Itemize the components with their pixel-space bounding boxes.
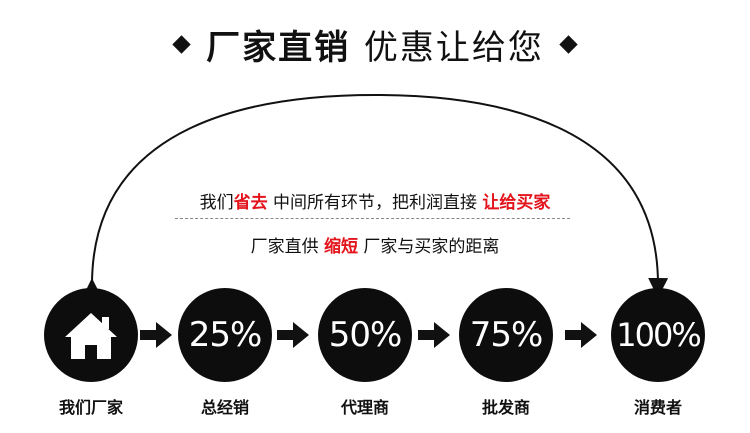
- message-line-2: 厂家直供 缩短 厂家与买家的距离: [250, 237, 500, 257]
- step-label-wholesaler: 批发商: [481, 398, 530, 417]
- step-circle-distributor: 25%: [178, 288, 272, 382]
- headline-title: 厂家直销 优惠让给您: [206, 27, 544, 68]
- arrow-right-icon: [140, 322, 172, 348]
- step-circle-wholesaler: 75%: [459, 288, 553, 382]
- house-icon: [65, 313, 117, 359]
- headline: 厂家直销 优惠让给您: [0, 14, 750, 74]
- arc-line: [82, 93, 669, 299]
- step-circle-agent: 50%: [318, 288, 412, 382]
- step-label-factory: 我们厂家: [58, 398, 123, 417]
- arrow-right-icon: [277, 322, 309, 348]
- dashed-divider: [175, 218, 570, 219]
- step-label-distributor: 总经销: [200, 398, 249, 417]
- arrow-right-icon: [418, 322, 450, 348]
- step-circle-consumer: 100%: [611, 288, 705, 382]
- step-label-consumer: 消费者: [633, 398, 682, 417]
- message-line-1: 我们省去 中间所有环节，把利润直接 让给买家: [199, 193, 551, 213]
- arrow-right-icon: [565, 322, 597, 348]
- step-label-agent: 代理商: [340, 398, 389, 417]
- step-circle-factory: [44, 288, 138, 382]
